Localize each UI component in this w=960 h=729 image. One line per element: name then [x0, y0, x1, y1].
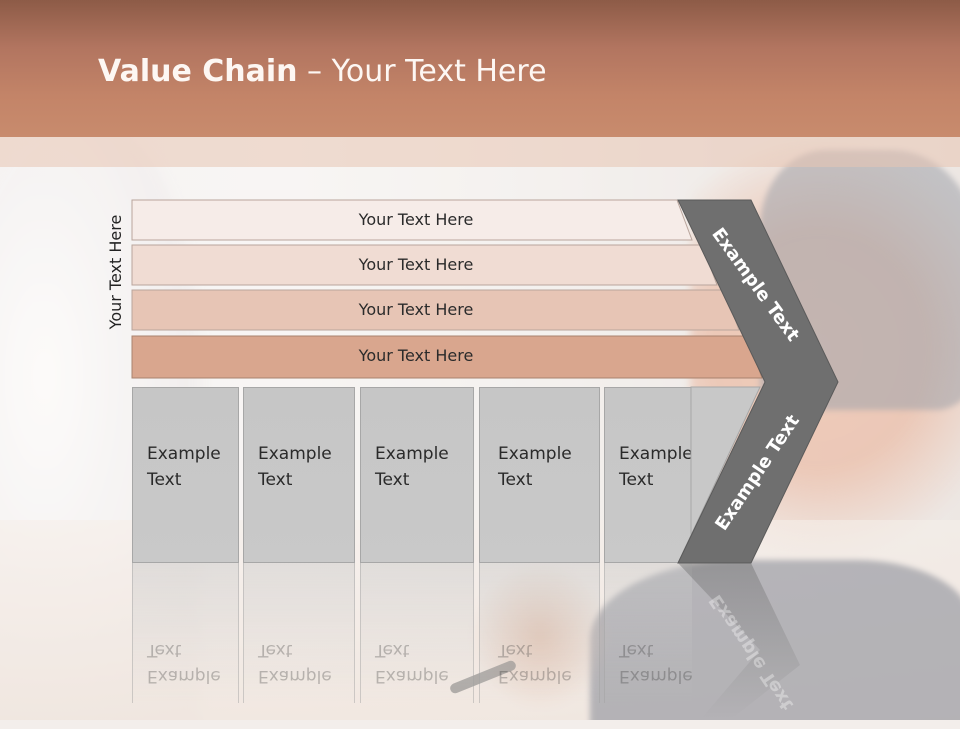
support-bar-1[interactable]: Your Text Here	[131, 199, 693, 241]
support-bar-2[interactable]: Your Text Here	[131, 244, 718, 286]
support-bar-4[interactable]: Your Text Here	[131, 335, 763, 379]
support-bar-label: Your Text Here	[358, 210, 474, 229]
support-bar-label: Your Text Here	[358, 255, 474, 274]
support-bar-label: Your Text Here	[358, 300, 474, 319]
support-bar-3[interactable]: Your Text Here	[131, 289, 740, 331]
support-activities-label[interactable]: Your Text Here	[106, 214, 125, 330]
support-bar-label: Your Text Here	[358, 346, 474, 365]
title-band	[0, 0, 960, 137]
title-band-strip	[0, 137, 960, 167]
slide-title[interactable]: Value Chain – Your Text Here	[98, 54, 547, 89]
slide-title-bold: Value Chain	[98, 54, 298, 89]
slide-title-rest: – Your Text Here	[297, 54, 547, 89]
